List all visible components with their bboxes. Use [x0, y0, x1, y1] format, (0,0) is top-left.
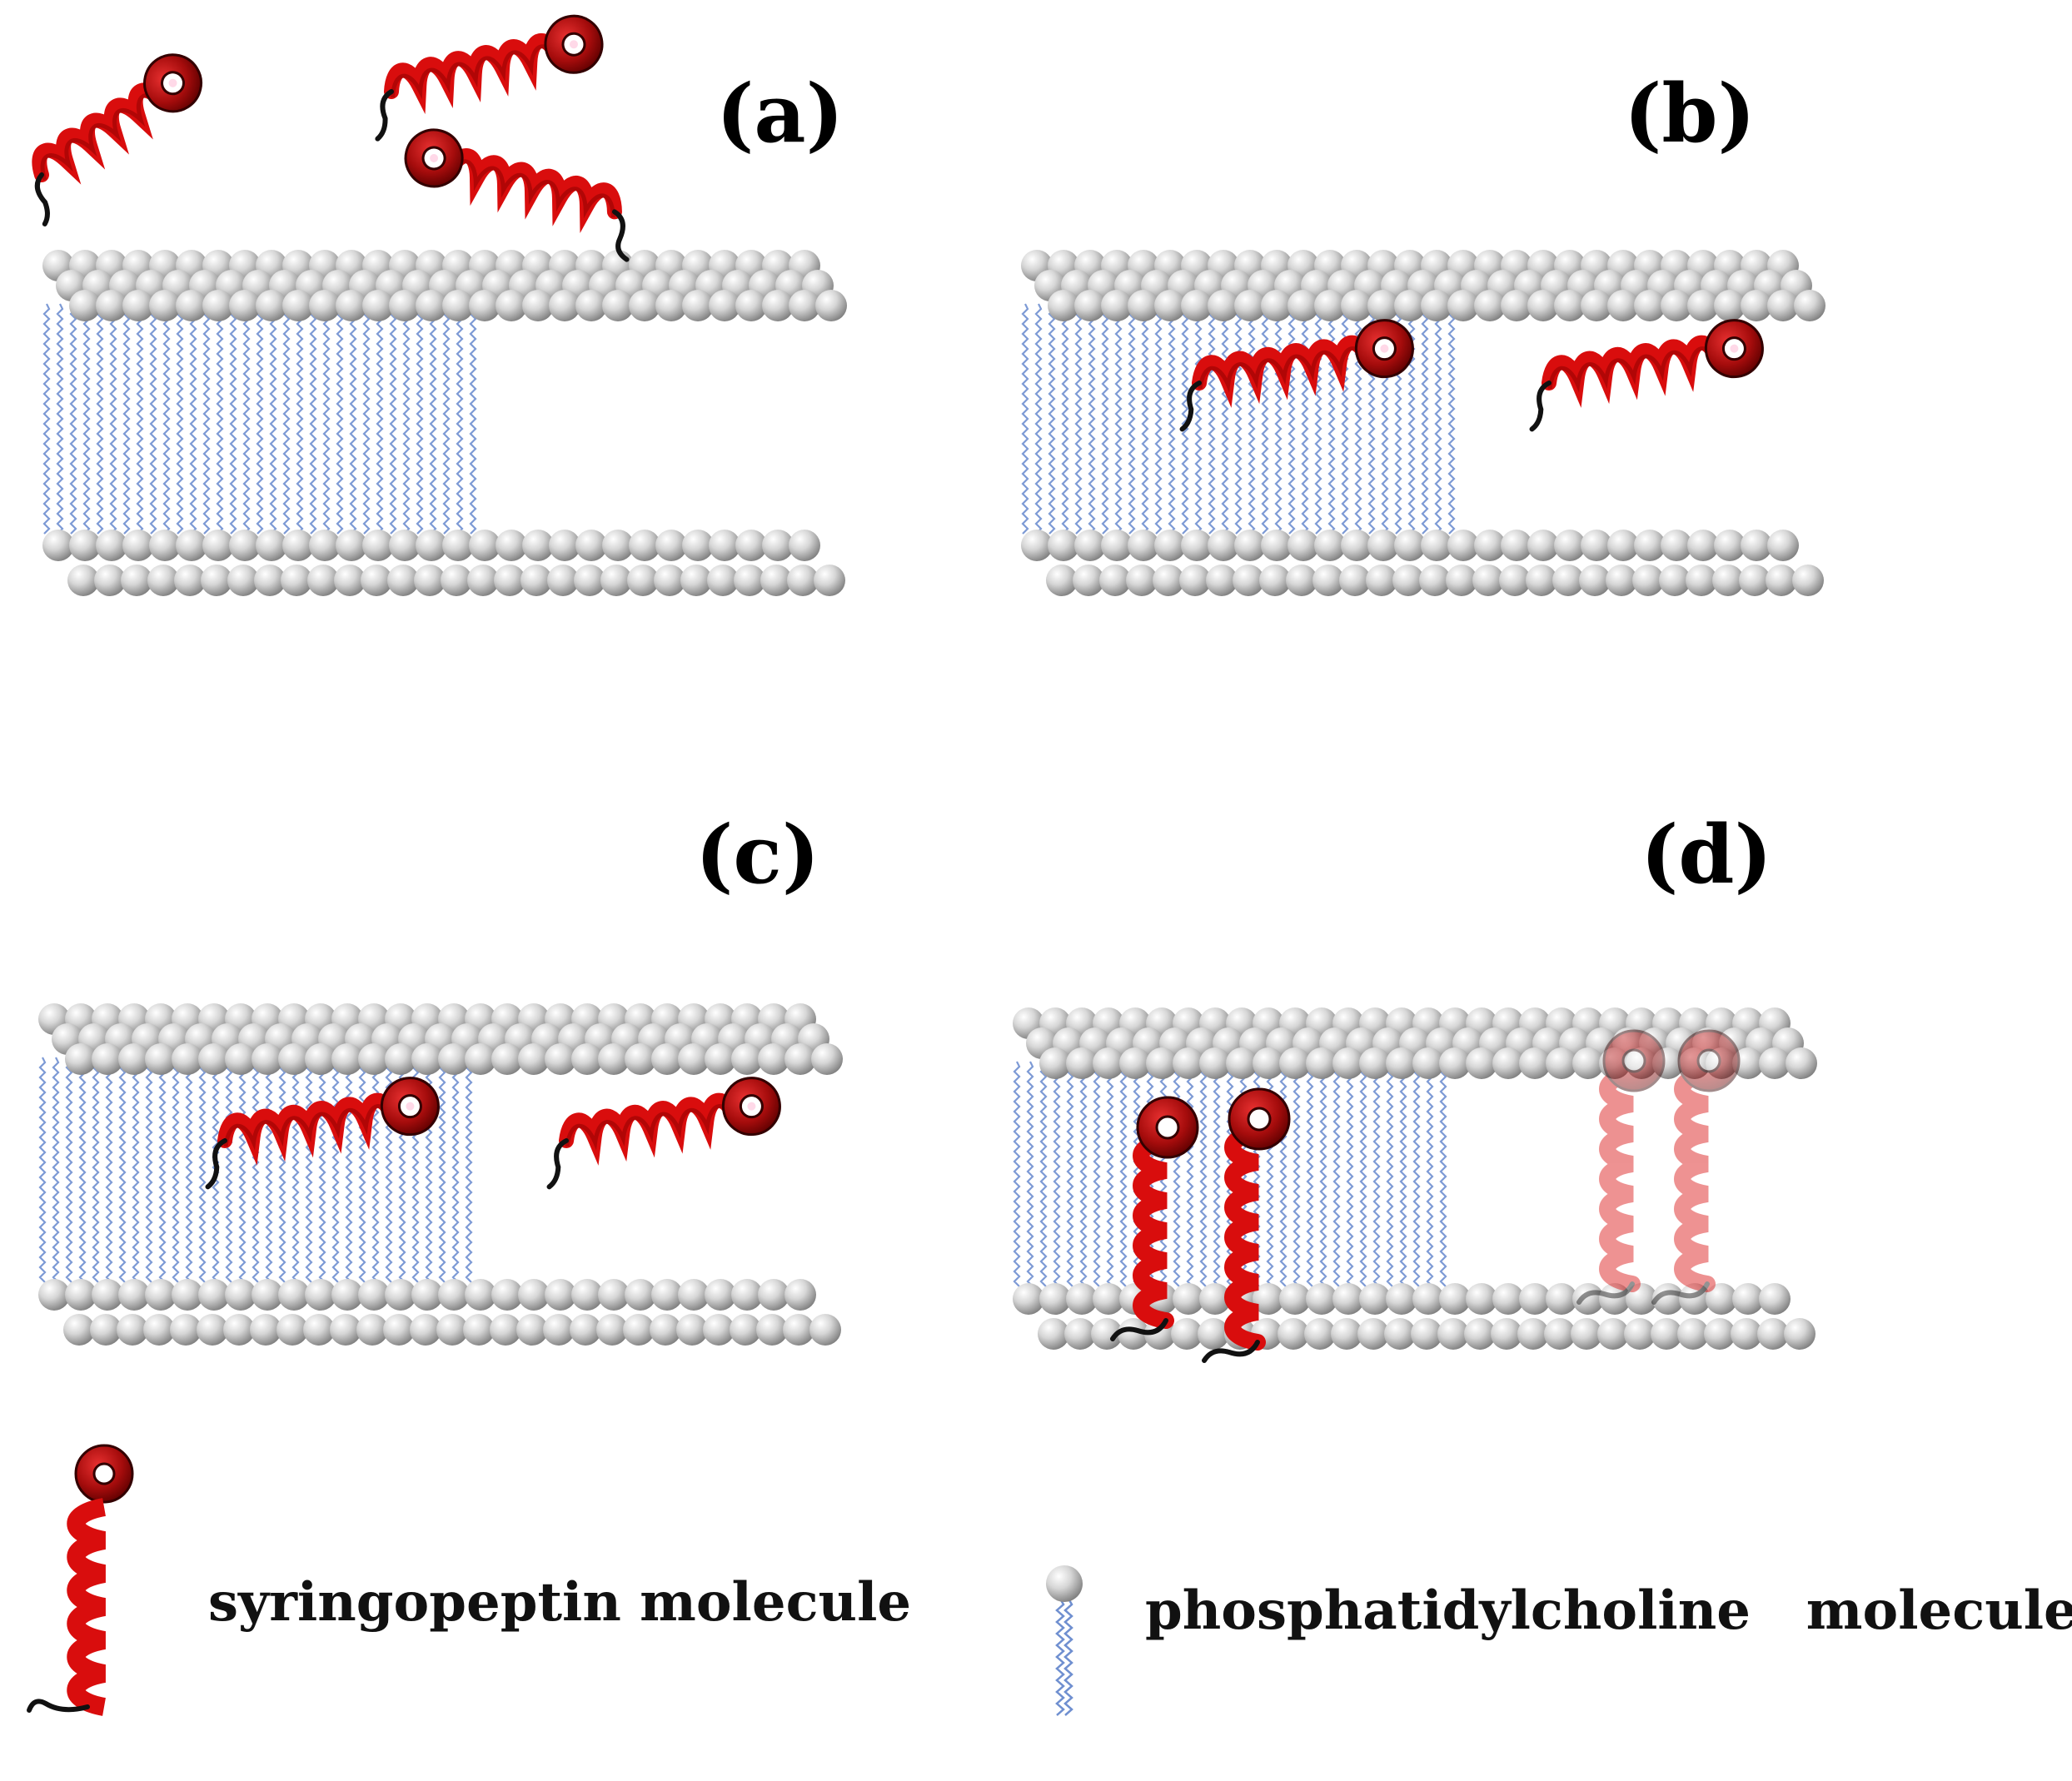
panel-label-c: (c) — [695, 808, 819, 902]
peptide-pore-1 — [1110, 1096, 1199, 1341]
peptide-inserted-2 — [546, 1077, 781, 1190]
lipid-heads-bottom — [1021, 530, 1824, 596]
lipid-heads-top — [1021, 250, 1825, 321]
peptide-pore-2 — [1202, 1087, 1291, 1363]
lipid-tails — [42, 303, 477, 535]
membrane-bilayer-c — [38, 1003, 843, 1346]
peptide-free-3 — [404, 128, 630, 262]
lipid-heads-bottom — [1013, 1283, 1815, 1350]
lipid-tails — [38, 1057, 473, 1283]
peptide-pore-3 — [1576, 1029, 1666, 1305]
legend-peptide-label: syringopeptin molecule — [208, 1571, 911, 1634]
peptide-free-1 — [32, 53, 203, 226]
lipid-heads-top — [42, 250, 847, 321]
lipid-heads-bottom — [42, 530, 845, 596]
legend-lipid-icon — [1046, 1565, 1083, 1716]
peptide-inserted-1 — [205, 1077, 440, 1190]
peptide-adsorbed-1 — [1179, 319, 1414, 432]
peptide-free-2 — [375, 14, 604, 142]
panel-label-a: (a) — [716, 67, 844, 161]
panel-label-b: (b) — [1624, 67, 1756, 161]
peptide-adsorbed-2 — [1529, 319, 1764, 432]
peptide-pore-4 — [1651, 1029, 1741, 1305]
membrane-bilayer-b — [1021, 250, 1825, 596]
membrane-bilayer-a — [42, 250, 847, 596]
peptide-layer — [32, 14, 1764, 1363]
legend-lipid-label: phosphatidylcholine molecule — [1145, 1580, 2072, 1642]
lipid-heads-top — [38, 1003, 843, 1075]
panel-label-d: (d) — [1641, 808, 1772, 902]
legend-peptide-icon — [27, 1444, 134, 1716]
lipid-heads-bottom — [38, 1279, 841, 1346]
